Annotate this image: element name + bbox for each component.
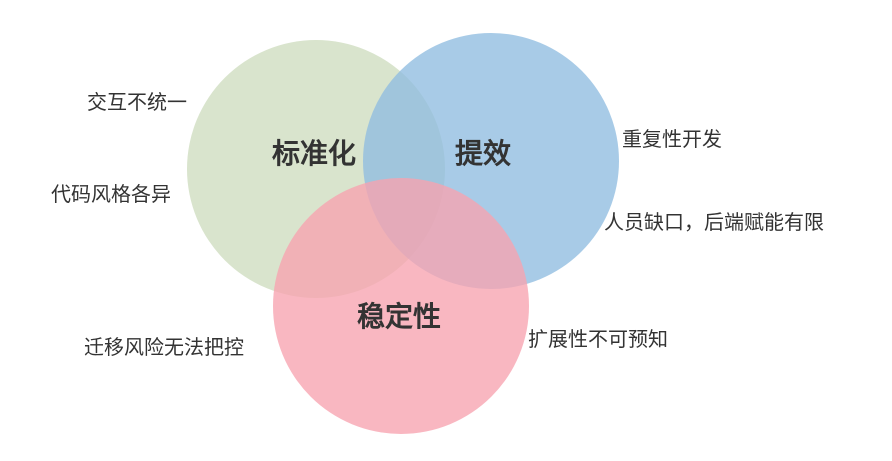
note-scalability-unpredictable: 扩展性不可预知 <box>528 327 668 351</box>
label-standardization: 标准化 <box>272 137 357 170</box>
note-staff-shortage: 人员缺口，后端赋能有限 <box>604 210 824 234</box>
note-migration-risk: 迁移风险无法把控 <box>84 335 244 359</box>
circle-stability <box>273 178 529 434</box>
label-stability: 稳定性 <box>357 300 442 333</box>
note-interaction-inconsistent: 交互不统一 <box>87 90 187 114</box>
note-code-style-differs: 代码风格各异 <box>51 182 171 206</box>
note-repetitive-development: 重复性开发 <box>622 127 722 151</box>
label-efficiency: 提效 <box>455 137 512 170</box>
